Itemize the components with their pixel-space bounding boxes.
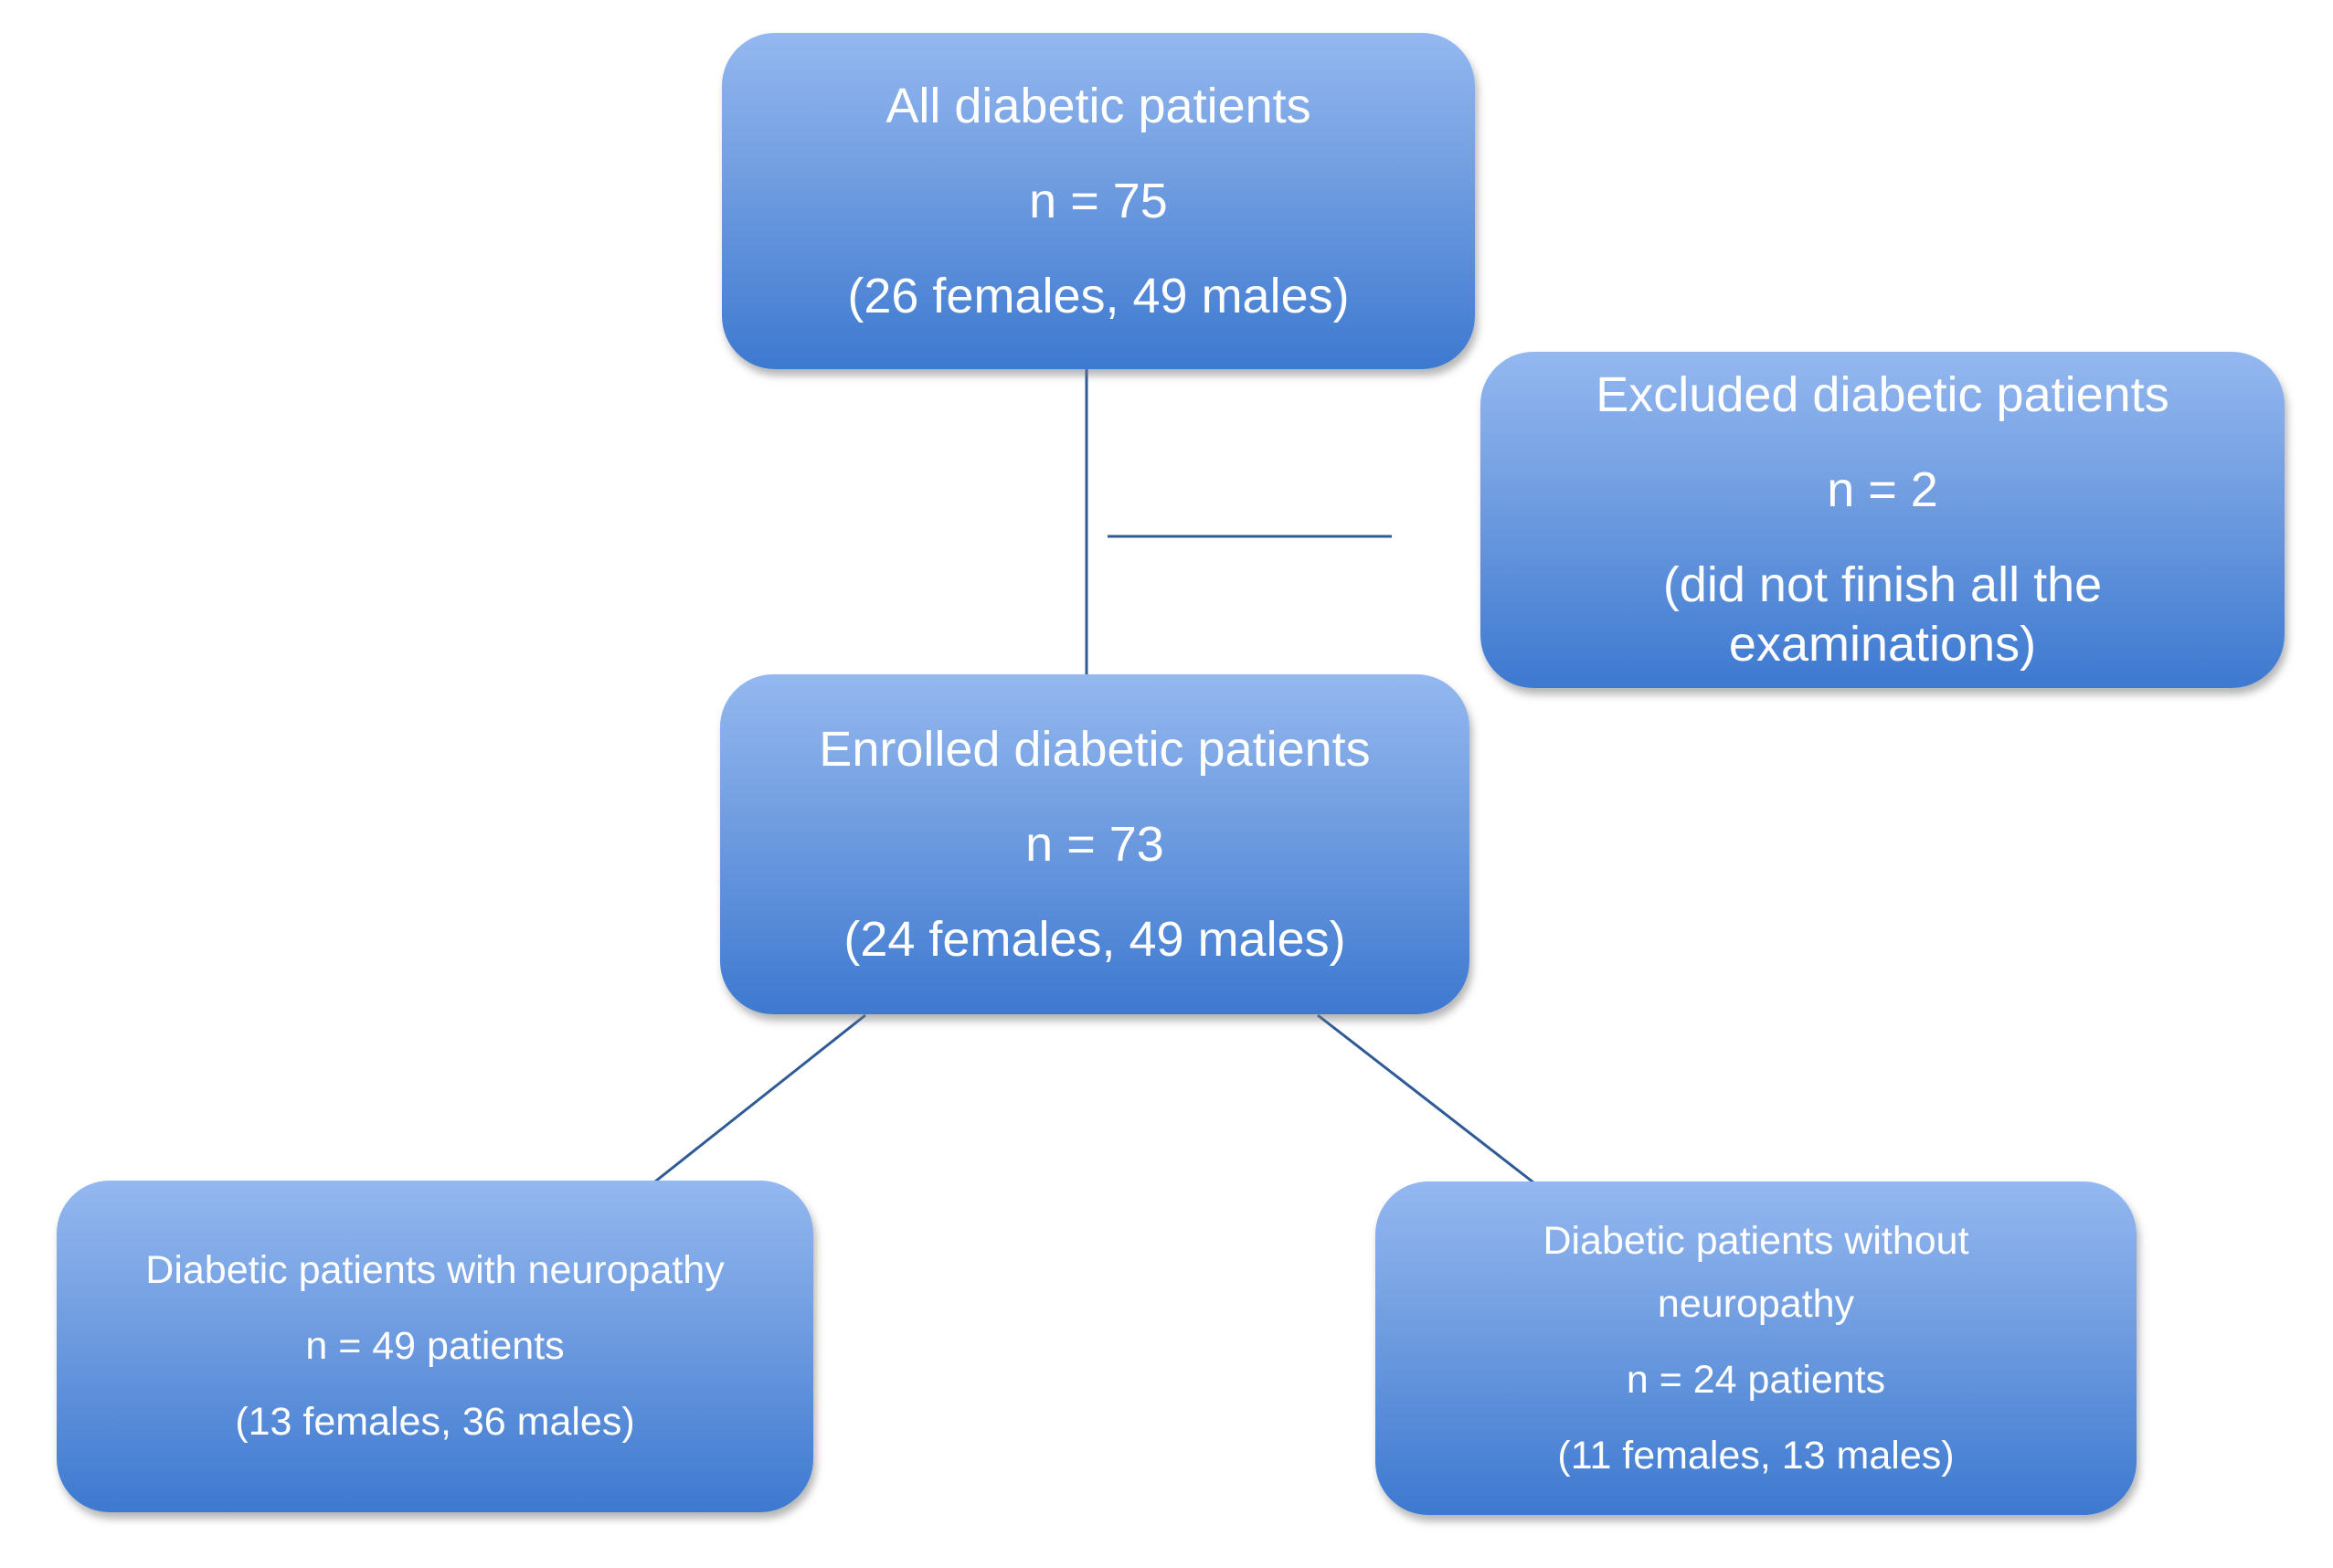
box-title: All diabetic patients: [885, 78, 1311, 133]
connector-enrolled-to-without-neuropathy: [1317, 1013, 1534, 1184]
box-title-line1: Diabetic patients without: [1543, 1218, 1969, 1263]
box-count: n = 2: [1827, 462, 1938, 517]
box-count: n = 73: [1025, 816, 1164, 872]
box-count: n = 75: [1029, 173, 1168, 228]
box-count: n = 49 patients: [305, 1324, 565, 1368]
box-reason: (did not finish all the examinations): [1663, 556, 2102, 674]
box-title: Enrolled diabetic patients: [819, 721, 1371, 777]
box-breakdown: (24 females, 49 males): [843, 911, 1346, 967]
box-count: n = 24 patients: [1626, 1357, 1886, 1402]
box-excluded-diabetic-patients: Excluded diabetic patients n = 2 (did no…: [1480, 352, 2285, 688]
box-title-line2: neuropathy: [1657, 1281, 1855, 1326]
box-diabetic-patients-without-neuropathy: Diabetic patients without neuropathy n =…: [1375, 1181, 2137, 1515]
box-breakdown: (13 females, 36 males): [235, 1400, 635, 1444]
box-title: Diabetic patients without neuropathy: [1543, 1210, 1968, 1336]
box-reason-line1: (did not finish all the: [1662, 557, 2103, 612]
box-title: Diabetic patients with neuropathy: [145, 1248, 725, 1292]
box-breakdown: (26 females, 49 males): [847, 268, 1350, 323]
box-breakdown: (11 females, 13 males): [1557, 1433, 1955, 1478]
connector-enrolled-to-with-neuropathy: [654, 1013, 866, 1183]
box-all-diabetic-patients: All diabetic patients n = 75 (26 females…: [722, 33, 1475, 369]
box-reason-line2: examinations): [1728, 617, 2037, 672]
box-diabetic-patients-with-neuropathy: Diabetic patients with neuropathy n = 49…: [57, 1181, 813, 1512]
box-enrolled-diabetic-patients: Enrolled diabetic patients n = 73 (24 fe…: [720, 674, 1469, 1014]
box-title: Excluded diabetic patients: [1596, 367, 2169, 422]
